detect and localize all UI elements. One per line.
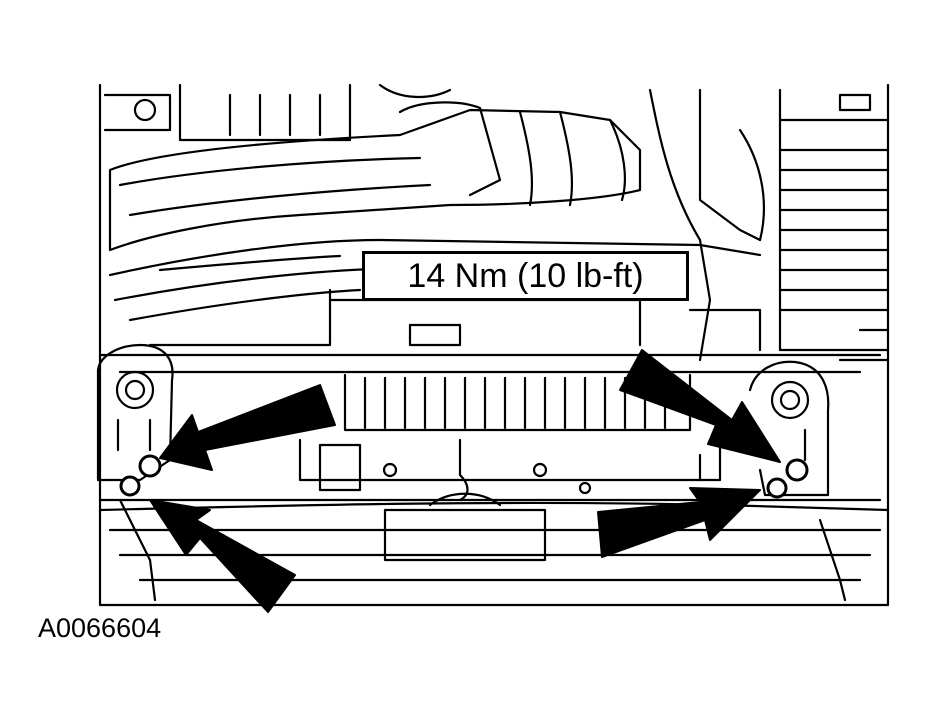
bolt-left-lower bbox=[119, 475, 141, 497]
bolt-left-upper bbox=[138, 454, 162, 478]
mounting-bolts bbox=[119, 454, 809, 499]
engine-bay-linework bbox=[96, 83, 890, 607]
arrow-right-upper bbox=[619, 349, 781, 463]
arrow-right-lower bbox=[597, 487, 761, 558]
arrow-left-upper bbox=[159, 384, 336, 471]
bolt-right-lower bbox=[766, 477, 788, 499]
torque-spec-label: 14 Nm (10 lb-ft) bbox=[362, 251, 689, 301]
callout-arrows bbox=[149, 349, 781, 613]
bolt-right-upper bbox=[785, 458, 809, 482]
figure-id: A0066604 bbox=[38, 613, 162, 643]
arrow-left-lower bbox=[149, 499, 296, 613]
